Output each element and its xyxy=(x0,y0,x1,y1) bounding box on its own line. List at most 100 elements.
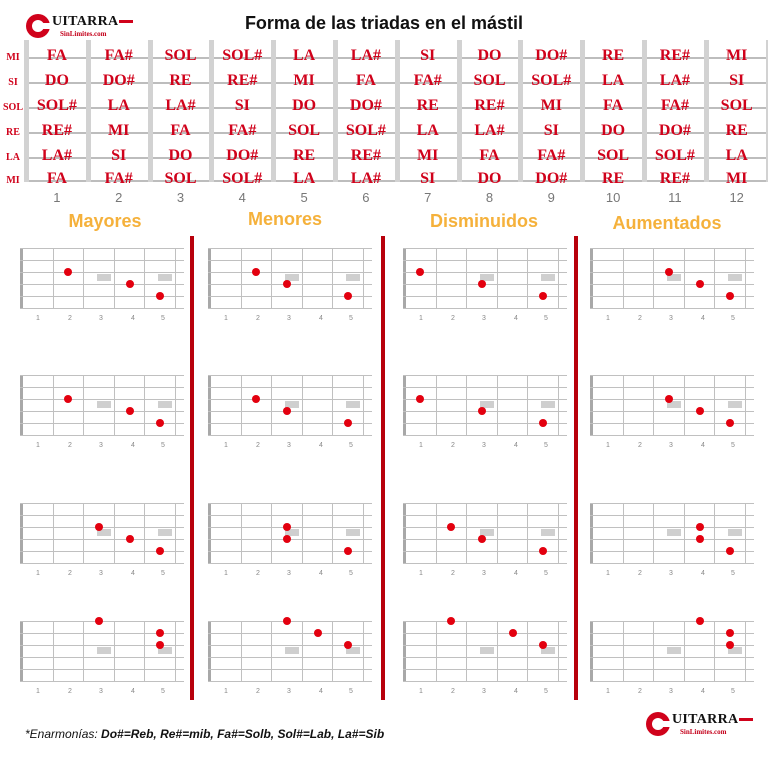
diagram-string xyxy=(403,633,567,634)
finger-dot xyxy=(156,629,164,637)
diagram-fret xyxy=(684,248,685,308)
fret-line xyxy=(518,40,524,182)
diagram-fret-label: 5 xyxy=(349,688,353,695)
diagram-fret xyxy=(466,621,467,681)
diagram-fret xyxy=(175,621,176,681)
fret-note: RE# xyxy=(659,170,690,187)
diagram-fret-label: 4 xyxy=(514,442,518,449)
finger-dot xyxy=(344,292,352,300)
enharmonic-footnote: *Enarmonías: Do#=Reb, Re#=mib, Fa#=Solb,… xyxy=(25,727,384,741)
diagram-fret-label: 5 xyxy=(544,688,548,695)
diagram-fret xyxy=(436,248,437,308)
diagram-fret-label: 5 xyxy=(161,315,165,322)
diagram-string xyxy=(208,669,372,670)
diagram-fret-label: 3 xyxy=(669,442,673,449)
diagram-fret xyxy=(332,503,333,563)
diagram-fret xyxy=(558,503,559,563)
diagram-string xyxy=(208,503,372,504)
diagram-fret xyxy=(363,248,364,308)
diagram-fret-label: 3 xyxy=(482,688,486,695)
fret-marker xyxy=(285,274,299,281)
diagram-fret xyxy=(623,248,624,308)
fret-note: RE# xyxy=(350,147,381,164)
diagram-string xyxy=(20,563,184,564)
fret-line xyxy=(394,40,400,182)
diagram-fret xyxy=(83,248,84,308)
diagram-fret xyxy=(497,621,498,681)
diagram-fret-label: 3 xyxy=(287,570,291,577)
finger-dot xyxy=(478,407,486,415)
diagram-string xyxy=(208,248,372,249)
diagram-string xyxy=(208,387,372,388)
diagram-string xyxy=(590,551,754,552)
diagram-string xyxy=(208,399,372,400)
finger-dot xyxy=(95,523,103,531)
diagram-fret xyxy=(497,248,498,308)
diagram-fret-label: 3 xyxy=(482,315,486,322)
fret-marker xyxy=(667,647,681,654)
finger-dot xyxy=(126,280,134,288)
string-name: SOL xyxy=(2,102,23,113)
finger-dot xyxy=(126,407,134,415)
diagram-nut xyxy=(403,503,406,563)
diagram-fret-label: 2 xyxy=(638,315,642,322)
fret-marker xyxy=(97,274,111,281)
diagram-string xyxy=(403,399,567,400)
fret-note: SI xyxy=(729,72,745,89)
diagram-fret-label: 5 xyxy=(544,442,548,449)
diagram-fret xyxy=(653,503,654,563)
column-separator xyxy=(190,236,194,700)
fret-note: SI xyxy=(111,147,127,164)
fret-marker xyxy=(728,401,742,408)
diagram-fret xyxy=(527,248,528,308)
diagram-fret-label: 4 xyxy=(514,570,518,577)
fret-marker xyxy=(480,401,494,408)
fret-number: 2 xyxy=(115,190,123,205)
fret-marker xyxy=(97,401,111,408)
fret-marker xyxy=(541,274,555,281)
fret-note: LA xyxy=(292,47,316,64)
fret-note: FA xyxy=(479,147,500,164)
fret-note: MI xyxy=(293,72,315,89)
fret-note: SOL# xyxy=(654,147,695,164)
diagram-fret-label: 3 xyxy=(482,442,486,449)
diagram-fret-label: 4 xyxy=(514,315,518,322)
diagram-fret xyxy=(271,375,272,435)
diagram-string xyxy=(403,563,567,564)
finger-dot xyxy=(283,407,291,415)
diagram-fret-label: 1 xyxy=(419,442,423,449)
diagram-string xyxy=(590,308,754,309)
diagram-string xyxy=(20,308,184,309)
fret-note: DO xyxy=(477,170,502,187)
diagram-string xyxy=(403,645,567,646)
fret-marker xyxy=(97,647,111,654)
fret-note: SOL xyxy=(473,72,506,89)
diagram-fret-label: 3 xyxy=(99,442,103,449)
diagram-nut xyxy=(403,621,406,681)
fret-note: FA xyxy=(355,72,376,89)
fret-line xyxy=(24,40,29,182)
footnote-text: Do#=Reb, Re#=mib, Fa#=Solb, Sol#=Lab, La… xyxy=(101,727,385,741)
string-name: MI xyxy=(6,175,20,186)
finger-dot xyxy=(156,641,164,649)
diagram-string xyxy=(590,375,754,376)
page-title: Forma de las triadas en el mástil xyxy=(244,13,524,33)
diagram-fret xyxy=(114,621,115,681)
diagram-string xyxy=(20,515,184,516)
diagram-fret xyxy=(363,621,364,681)
fret-note: RE xyxy=(601,170,625,187)
fret-note: LA xyxy=(601,72,625,89)
diagram-string xyxy=(20,296,184,297)
string-name: MI xyxy=(6,52,20,63)
diagram-fret-label: 5 xyxy=(731,442,735,449)
diagram-string xyxy=(590,284,754,285)
fret-note: FA xyxy=(46,47,67,64)
logo-main-text: UITARRA xyxy=(52,14,119,29)
diagram-fret-label: 1 xyxy=(36,688,40,695)
string-name: RE xyxy=(6,127,20,138)
fret-note: LA xyxy=(292,170,316,187)
fret-note: LA xyxy=(416,122,439,139)
